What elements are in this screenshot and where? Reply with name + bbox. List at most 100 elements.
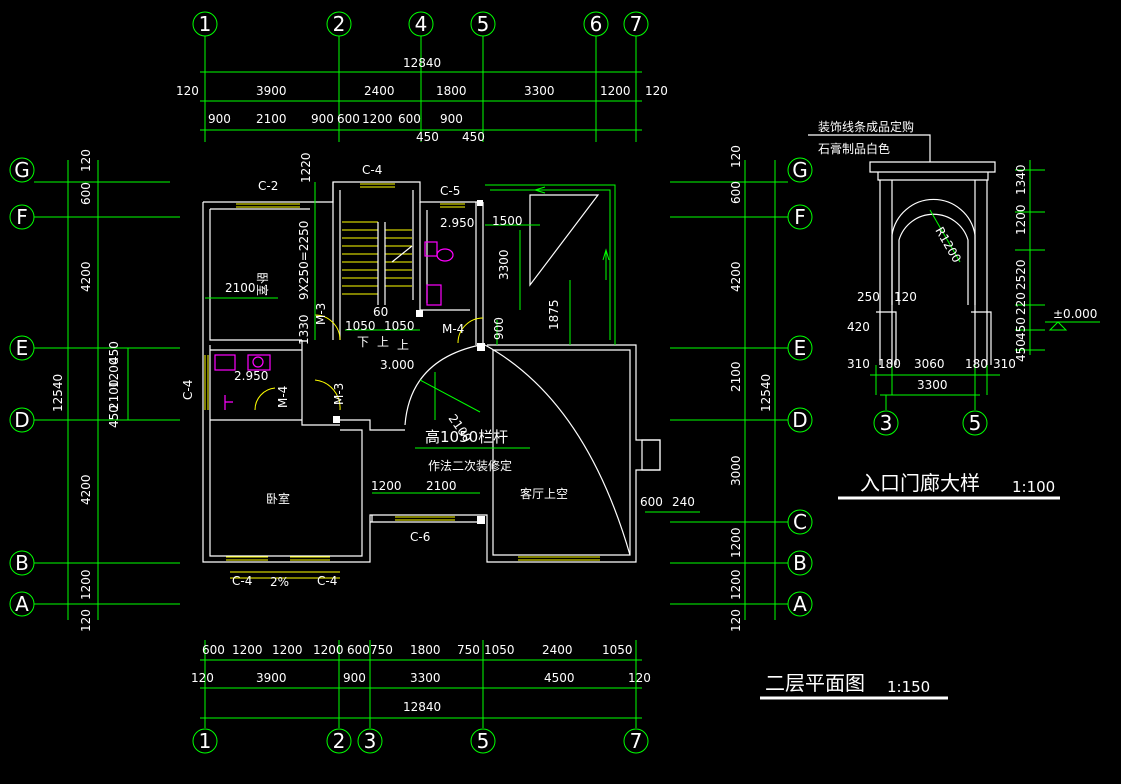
dim: 180 bbox=[878, 357, 901, 371]
dim: 120 bbox=[628, 671, 651, 685]
top-dimensions: 12840 120 3900 2400 1800 3300 1200 120 9… bbox=[176, 56, 668, 144]
slope-label: 2% bbox=[270, 575, 289, 589]
dim: 2100 bbox=[256, 112, 287, 126]
window-label: C-4 bbox=[232, 574, 252, 588]
axis-top-5: 5 bbox=[477, 12, 490, 36]
dim: 1200 bbox=[1014, 204, 1028, 235]
axis-right-G: G bbox=[792, 158, 808, 182]
dim: 3000 bbox=[729, 455, 743, 486]
dim: 4200 bbox=[729, 261, 743, 292]
dim: 1050 bbox=[602, 643, 633, 657]
detail-total: 3300 bbox=[917, 378, 948, 392]
top-axis-bubbles: 1 2 4 5 6 7 bbox=[192, 11, 649, 142]
dim: 2400 bbox=[542, 643, 573, 657]
axis-bottom-1: 1 bbox=[199, 729, 212, 753]
window-label: C-4 bbox=[317, 574, 337, 588]
dim: 750 bbox=[370, 643, 393, 657]
detail-note-2: 石膏制品白色 bbox=[818, 141, 890, 156]
staircase bbox=[342, 221, 413, 305]
elevation-label: 2.950 bbox=[440, 216, 474, 230]
door-label: M-4 bbox=[442, 322, 464, 336]
dim: 3900 bbox=[256, 671, 287, 685]
dim: 600 bbox=[202, 643, 225, 657]
door-label: M-3 bbox=[314, 303, 328, 325]
dim: 1200 bbox=[107, 357, 121, 388]
dim: 900 bbox=[492, 317, 506, 340]
axis-right-D: D bbox=[792, 408, 807, 432]
dim: 450 bbox=[1014, 317, 1028, 340]
plan-scale: 1:150 bbox=[887, 678, 930, 696]
axis-top-1: 1 bbox=[199, 12, 212, 36]
axis-top-4: 4 bbox=[415, 12, 428, 36]
stair-up: 上 bbox=[377, 335, 389, 349]
detail-scale: 1:100 bbox=[1012, 478, 1055, 496]
dim: 1200 bbox=[79, 569, 93, 600]
window-label: C-4 bbox=[181, 380, 195, 400]
axis-bottom-5: 5 bbox=[477, 729, 490, 753]
dim: 240 bbox=[672, 495, 695, 509]
dim: 900 bbox=[208, 112, 231, 126]
dim: 1200 bbox=[371, 479, 402, 493]
stair-up-2: 上 bbox=[397, 338, 409, 352]
dim: 1050 bbox=[384, 319, 415, 333]
dim: 1500 bbox=[492, 214, 523, 228]
dim: 1200 bbox=[232, 643, 263, 657]
railing-curve bbox=[404, 344, 631, 556]
dim: 3300 bbox=[410, 671, 441, 685]
room-labels: C-2 C-4 C-5 C-4 C-4 C-4 C-6 M-4 M-3 M-3 … bbox=[181, 163, 568, 589]
dim: 2100 bbox=[107, 379, 121, 410]
axis-detail-3: 3 bbox=[880, 411, 893, 435]
axis-bottom-3: 3 bbox=[364, 729, 377, 753]
dim: 2100 bbox=[426, 479, 457, 493]
elevation-label: 2.950 bbox=[234, 369, 268, 383]
windows bbox=[204, 183, 600, 561]
dim: 120 bbox=[79, 149, 93, 172]
dim: 2400 bbox=[364, 84, 395, 98]
dim: 3060 bbox=[914, 357, 945, 371]
dim: 310 bbox=[993, 357, 1016, 371]
dim: 2100 bbox=[729, 361, 743, 392]
railing-note-2: 作法二次装修定 bbox=[428, 458, 512, 473]
window-label: C-5 bbox=[440, 184, 460, 198]
room-bedroom-bottom: 卧室 bbox=[266, 491, 290, 506]
stair-down: 下 bbox=[357, 335, 369, 349]
dim: 120 bbox=[176, 84, 199, 98]
dim: 600 bbox=[729, 181, 743, 204]
plan-title: 二层平面图 bbox=[765, 671, 865, 695]
dim: 600 bbox=[79, 182, 93, 205]
door-label: M-4 bbox=[276, 386, 290, 408]
void-area bbox=[485, 184, 616, 345]
door-label: M-3 bbox=[332, 383, 346, 405]
right-axis-bubbles: G F E D C B A 120 600 4200 2100 12540 30… bbox=[670, 145, 813, 632]
dim: 1200 bbox=[729, 569, 743, 600]
dim: 1800 bbox=[410, 643, 441, 657]
axis-left-G: G bbox=[14, 158, 30, 182]
dim: 3300 bbox=[497, 249, 511, 280]
detail-elevation: ±0.000 bbox=[1053, 307, 1097, 321]
dim: 12540 bbox=[759, 374, 773, 412]
axis-bottom-7: 7 bbox=[630, 729, 643, 753]
dim: 3900 bbox=[256, 84, 287, 98]
dim: 2520 bbox=[1014, 259, 1028, 290]
axis-top-7: 7 bbox=[630, 12, 643, 36]
dim-top-total: 12840 bbox=[403, 56, 441, 70]
axis-right-B: B bbox=[793, 551, 807, 575]
dim-bottom-total: 12840 bbox=[403, 700, 441, 714]
dim: 1875 bbox=[547, 299, 561, 330]
dim: 4500 bbox=[544, 671, 575, 685]
dim: 220 bbox=[1014, 292, 1028, 315]
elevation-label: 3.000 bbox=[380, 358, 414, 372]
dim: 450 bbox=[1014, 339, 1028, 362]
dim: 900 bbox=[343, 671, 366, 685]
doors bbox=[230, 314, 484, 579]
axis-top-2: 2 bbox=[333, 12, 346, 36]
dim: 1330 bbox=[297, 314, 311, 345]
plan-title-block: 二层平面图 1:150 bbox=[760, 671, 948, 700]
axis-left-F: F bbox=[16, 205, 28, 229]
dim: 1220 bbox=[299, 152, 313, 183]
dim: 900 bbox=[440, 112, 463, 126]
dim: 4200 bbox=[79, 261, 93, 292]
railing-note-1: 高1050栏杆 bbox=[425, 428, 508, 446]
fixtures bbox=[214, 241, 454, 410]
